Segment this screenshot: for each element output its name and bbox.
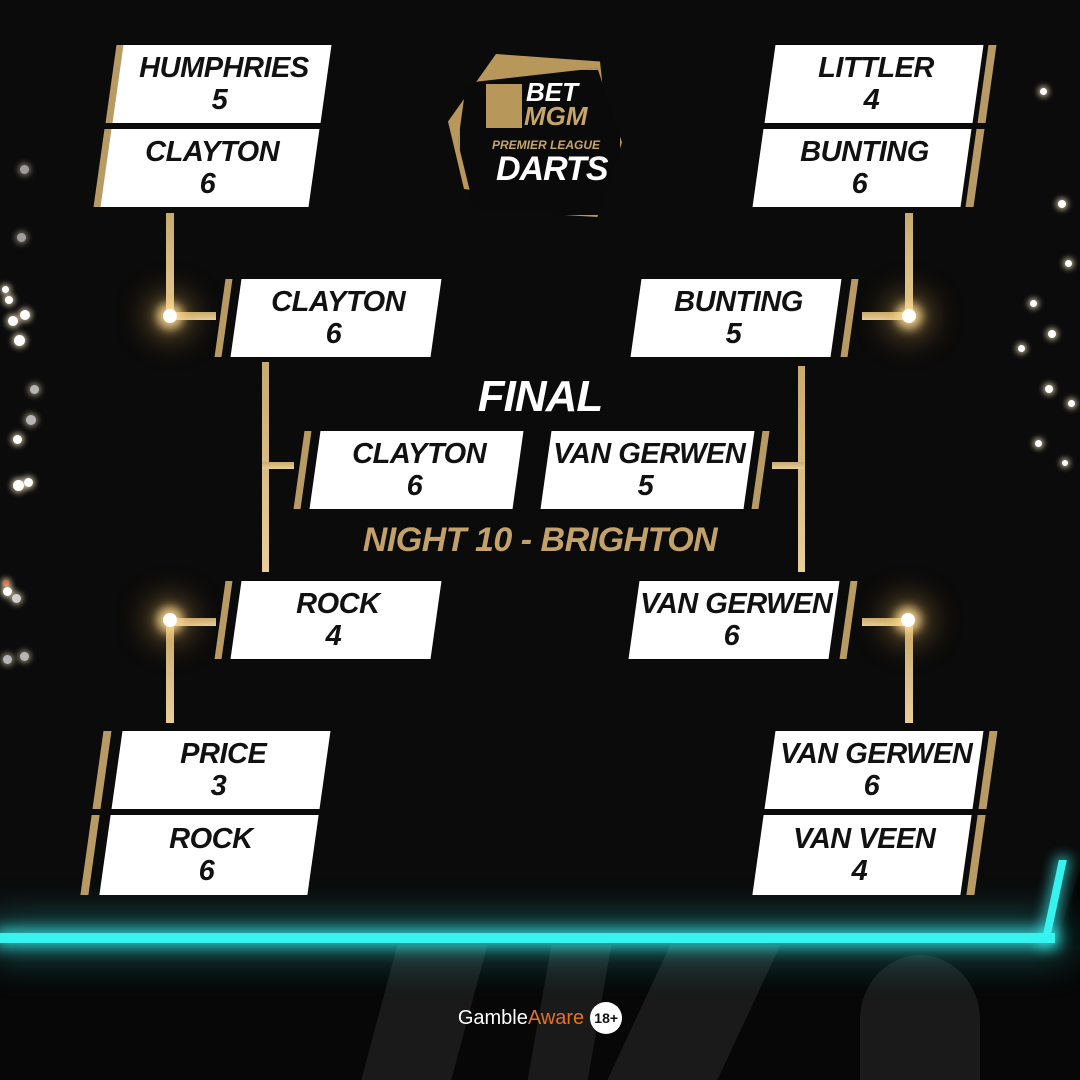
- player-name: CLAYTON: [351, 437, 486, 470]
- sf-bottom-right: VAN GERWEN 6: [628, 581, 840, 659]
- gambleaware-gamble-text: Gamble: [457, 1006, 528, 1029]
- player-name: PRICE: [180, 737, 267, 770]
- qf2-player2: BUNTING 6: [752, 129, 972, 207]
- qf3-player2: ROCK 6: [99, 815, 319, 895]
- logo-mgm-text: MGM: [524, 101, 588, 131]
- qf1-player1: HUMPHRIES 5: [112, 45, 332, 123]
- player-score: 6: [863, 769, 880, 802]
- player-name: VAN GERWEN: [780, 737, 973, 770]
- gambleaware-footer: Gamble Aware 18+: [0, 1002, 1080, 1034]
- qf4-player1: VAN GERWEN 6: [764, 731, 984, 809]
- final-title: FINAL: [477, 372, 604, 421]
- final-player2: VAN GERWEN 5: [540, 431, 755, 509]
- sf-top-left: CLAYTON 6: [230, 279, 442, 357]
- sf-bottom-left: ROCK 4: [230, 581, 442, 659]
- player-score: 4: [863, 83, 880, 116]
- player-score: 6: [851, 167, 868, 200]
- player-score: 6: [325, 317, 342, 350]
- player-name: LITTLER: [818, 51, 935, 84]
- player-name: BUNTING: [799, 135, 929, 168]
- betmgm-premier-league-darts-logo: BET MGM PREMIER LEAGUE DARTS: [440, 48, 622, 217]
- player-name: ROCK: [169, 822, 253, 855]
- player-score: 6: [406, 469, 423, 502]
- lion-icon: [486, 84, 522, 128]
- logo-darts-text: DARTS: [496, 150, 608, 188]
- player-name: VAN VEEN: [793, 822, 936, 855]
- logo-league-text: PREMIER LEAGUE: [492, 138, 601, 152]
- player-score: 3: [210, 769, 227, 802]
- player-score: 6: [723, 619, 740, 652]
- player-score: 4: [851, 854, 868, 887]
- background-lion-art: [0, 945, 1080, 1080]
- player-score: 5: [725, 317, 742, 350]
- gambleaware-aware-text: Aware: [527, 1006, 585, 1029]
- player-name: BUNTING: [673, 285, 803, 318]
- age-restriction-badge: 18+: [590, 1002, 623, 1034]
- player-name: HUMPHRIES: [139, 51, 309, 84]
- player-score: 5: [211, 83, 228, 116]
- event-label: NIGHT 10 - BRIGHTON: [362, 521, 718, 559]
- player-score: 6: [198, 854, 215, 887]
- qf1-player2: CLAYTON 6: [100, 129, 320, 207]
- sf-top-right: BUNTING 5: [630, 279, 842, 357]
- final-player1: CLAYTON 6: [309, 431, 524, 509]
- qf2-player1: LITTLER 4: [764, 45, 984, 123]
- qf3-player1: PRICE 3: [111, 731, 331, 809]
- player-name: CLAYTON: [271, 285, 406, 318]
- player-score: 5: [637, 469, 654, 502]
- player-name: ROCK: [296, 587, 380, 620]
- player-name: CLAYTON: [145, 135, 280, 168]
- player-score: 4: [325, 619, 342, 652]
- logo-bet-text: BET: [526, 77, 578, 107]
- player-score: 6: [199, 167, 216, 200]
- neon-border: [0, 933, 1055, 943]
- qf4-player2: VAN VEEN 4: [752, 815, 972, 895]
- player-name: VAN GERWEN: [640, 587, 833, 620]
- player-name: VAN GERWEN: [553, 437, 746, 470]
